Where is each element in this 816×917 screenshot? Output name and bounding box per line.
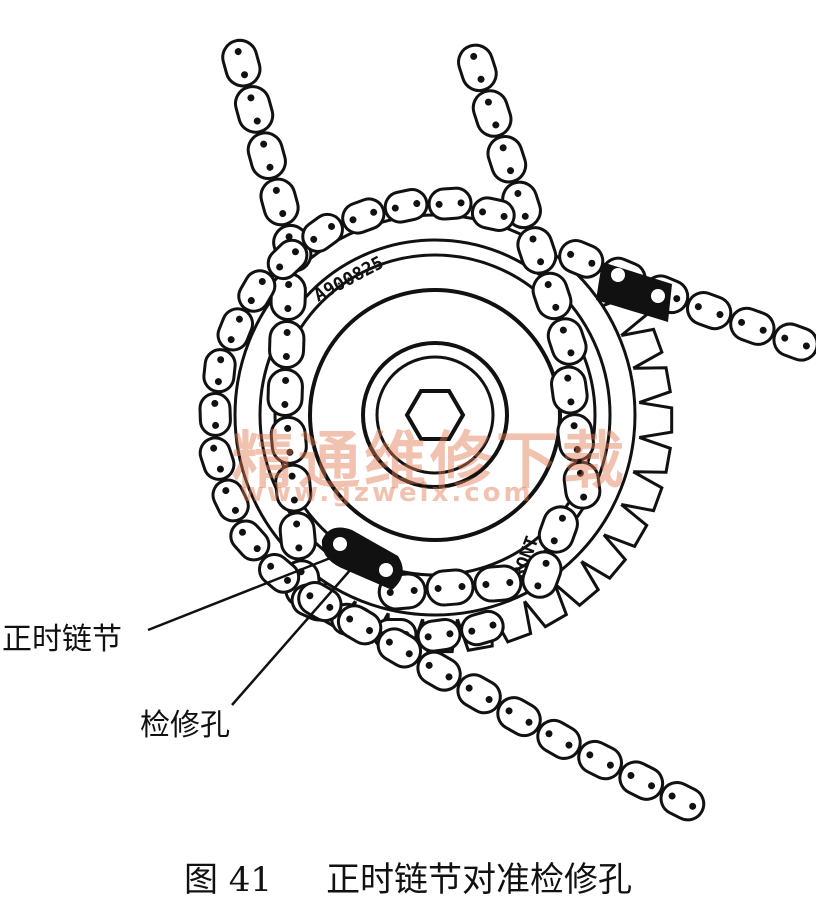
chain-link: [383, 188, 429, 224]
chain-link: [772, 322, 816, 362]
chain-link: [550, 365, 589, 415]
figure-caption: 图 41 正时链节对准检修孔: [0, 852, 816, 901]
figure-title: 正时链节对准检修孔: [326, 860, 633, 900]
chain-link: [471, 89, 513, 138]
chain-link: [416, 650, 462, 692]
chain-link: [301, 212, 344, 253]
chain-link: [460, 609, 505, 647]
chain-link: [198, 436, 236, 481]
chain-link: [562, 460, 602, 510]
chain-link: [269, 415, 308, 465]
hex-bolt-head: [404, 389, 466, 441]
chain-link: [234, 85, 275, 134]
chain-link: [266, 368, 304, 417]
chain-link: [211, 478, 250, 523]
label-inspection-hole: 检修孔: [140, 708, 230, 743]
figure-number: 图 41: [183, 860, 273, 900]
chain-link: [202, 348, 237, 394]
leader-line-timing-link: [147, 553, 339, 632]
chain-link: [246, 131, 287, 180]
chain-link: [336, 604, 383, 646]
chain-link: [229, 519, 271, 562]
chain-link: [259, 177, 300, 227]
chain-link: [216, 307, 255, 352]
chain-link: [427, 186, 473, 221]
chain-link: [274, 463, 313, 513]
timing-link-marked-lower: [321, 527, 403, 590]
chain-link: [473, 564, 523, 603]
chain-link: [221, 38, 262, 88]
chain-link: [268, 320, 306, 370]
chain-link: [457, 43, 498, 93]
chain-link: [729, 306, 776, 346]
chain-link: [685, 291, 733, 331]
chain-link: [470, 196, 516, 232]
timing-link-marked-upper: [596, 262, 672, 322]
chain-link: [486, 134, 528, 184]
chain-link: [618, 760, 665, 801]
chain-link: [269, 272, 307, 322]
chain-link: [537, 505, 579, 554]
chain-link: [266, 238, 309, 281]
watermark-url: www.gzweix.com: [240, 478, 534, 508]
leader-line-inspection-hole: [231, 567, 353, 706]
chain-link: [341, 197, 386, 235]
chain-link: [496, 696, 542, 738]
chain-link: [546, 317, 588, 366]
chain-link: [531, 271, 573, 321]
sprocket-body: [233, 213, 637, 617]
chain-link: [198, 391, 232, 437]
chain-link: [556, 413, 595, 463]
chain-link: [237, 269, 277, 313]
chain-link: [376, 627, 423, 669]
chain-link: [416, 617, 462, 653]
chain-link: [456, 673, 502, 715]
chain-link: [536, 718, 582, 760]
chain-link: [521, 550, 563, 599]
chain-link: [516, 226, 558, 275]
chain-link: [278, 511, 317, 561]
watermark-text: 精通维修下载: [232, 424, 629, 497]
chain-link: [425, 568, 475, 607]
label-timing-link: 正时链节: [2, 622, 122, 657]
